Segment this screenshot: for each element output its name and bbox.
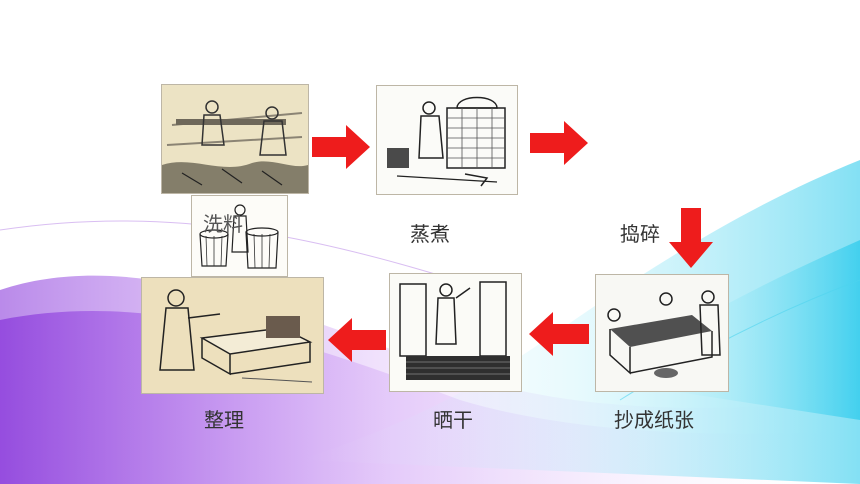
image-drying-scene bbox=[389, 273, 522, 392]
left-arrow-icon bbox=[529, 312, 589, 356]
right-arrow-icon bbox=[312, 125, 370, 169]
caption-finish: 整理 bbox=[204, 408, 244, 432]
image-forming-scene bbox=[595, 274, 729, 392]
caption-dry: 晒干 bbox=[433, 408, 473, 432]
left-arrow-icon bbox=[328, 318, 386, 362]
image-washing-scene bbox=[161, 84, 309, 194]
right-arrow-icon bbox=[530, 121, 588, 165]
caption-steam: 蒸煮 bbox=[410, 222, 450, 246]
image-finishing-scene bbox=[141, 277, 324, 394]
caption-wash: 洗料 bbox=[203, 212, 243, 236]
caption-pound: 捣碎 bbox=[620, 222, 660, 246]
down-arrow-icon bbox=[669, 208, 713, 268]
caption-form: 抄成纸张 bbox=[614, 408, 694, 432]
image-tubs-scene bbox=[191, 195, 288, 277]
image-steaming-scene bbox=[376, 85, 518, 195]
